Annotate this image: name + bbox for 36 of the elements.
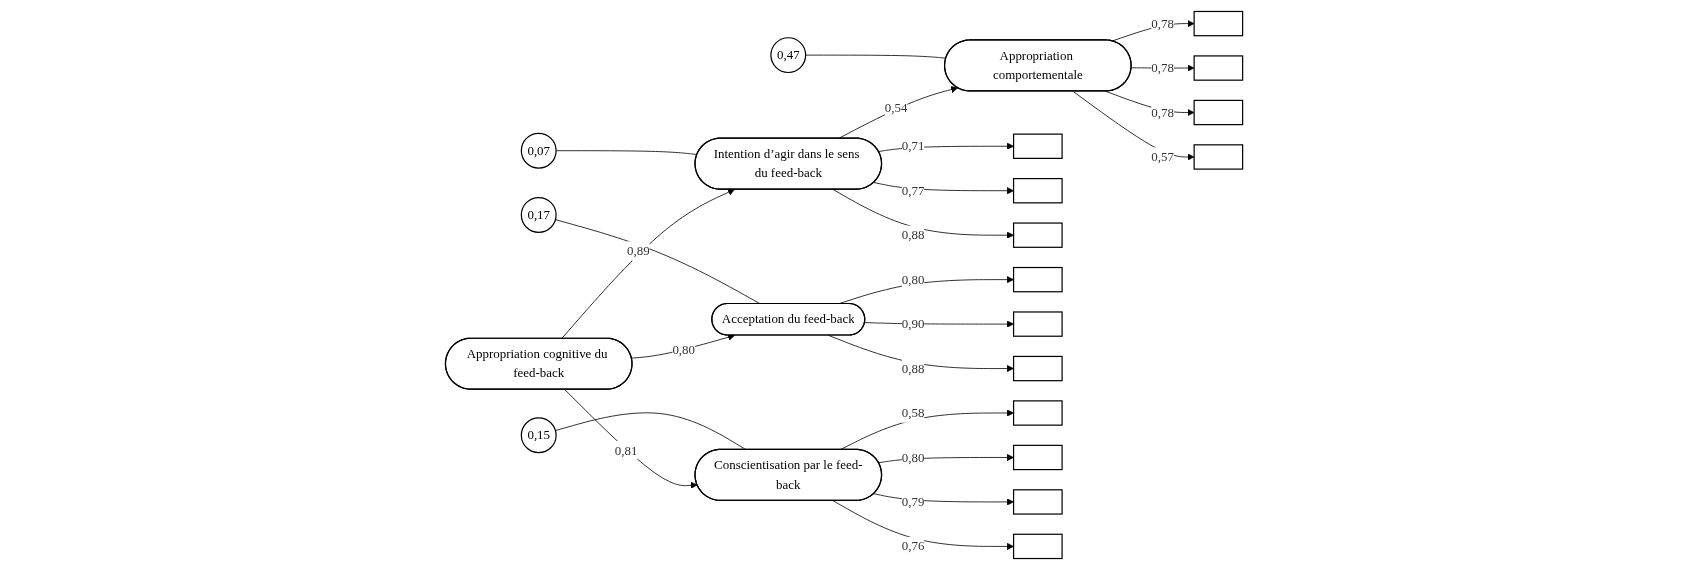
edge-label: 0,89	[626, 243, 650, 258]
edge-label: 0,80	[901, 271, 925, 286]
edge-label: 0,78	[1151, 15, 1174, 30]
edge-label: 0,57	[1151, 149, 1174, 163]
node-box	[1012, 444, 1063, 470]
edge-label: 0,58	[901, 405, 925, 419]
node-box	[1012, 355, 1063, 381]
edge-label: 0,88	[901, 360, 925, 375]
edge-label: 0,88	[901, 227, 925, 242]
edge-label: 0,76	[901, 538, 925, 553]
node-box	[1012, 266, 1063, 292]
edge-label: 0,71	[901, 138, 925, 153]
edge-label: 0,80	[901, 449, 925, 464]
node-box	[1012, 488, 1063, 515]
edge-label: 0,90	[901, 316, 925, 331]
node-box	[1012, 177, 1063, 203]
edge-label: 0,81	[614, 442, 638, 457]
node-box	[1193, 10, 1244, 36]
node-box	[1193, 143, 1244, 170]
node-circle: 0,07	[520, 132, 557, 169]
node-circle: 0,15	[520, 416, 557, 453]
node-circle: 0,47	[770, 36, 807, 73]
edge-label: 0,80	[672, 342, 695, 356]
edge-label: 0,78	[1151, 104, 1174, 119]
edge-label: 0,78	[1151, 60, 1174, 75]
node-box	[1193, 99, 1244, 125]
edge-label: 0,54	[884, 100, 908, 115]
node-box	[1012, 310, 1063, 337]
node-box	[1193, 54, 1244, 81]
node-circle: 0,17	[520, 196, 557, 233]
node-box	[1012, 221, 1063, 248]
edge-label: 0,79	[901, 494, 925, 508]
edge-label: 0,77	[901, 182, 925, 197]
node-box	[1012, 533, 1063, 559]
node-box	[1012, 399, 1063, 426]
node-box	[1012, 133, 1063, 159]
